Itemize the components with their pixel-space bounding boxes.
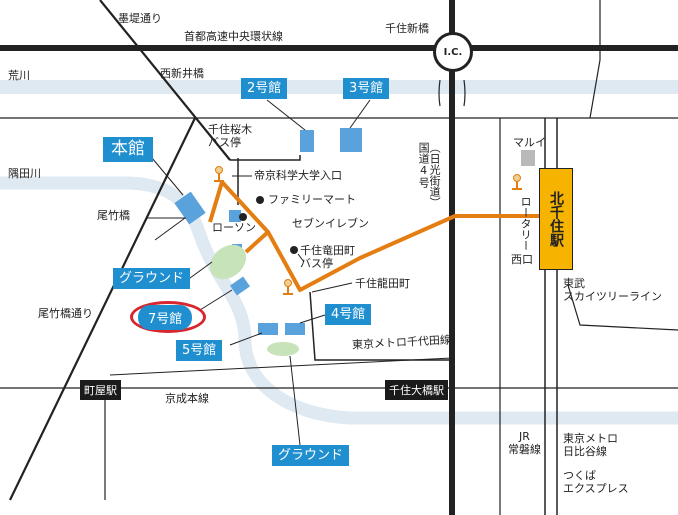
building-5-label: 5号館 [176,340,223,361]
expressway-label: 首都高速中央環状線 [184,30,283,43]
leader-line [199,289,233,311]
lawson-marker [239,213,247,221]
building-7-highlight [130,301,206,333]
leader-line [154,217,186,241]
bus-stop-icon [214,166,224,182]
marui-building [521,150,535,166]
walking-route [220,180,540,292]
campus-road [230,155,301,161]
marui-label: マルイ [513,136,546,149]
sumida-river [0,176,678,425]
ground-2 [267,342,299,356]
building-4-label: 4号館 [325,304,372,325]
obitake-bashi-label: 尾竹橋 [97,209,130,222]
building-7 [230,276,250,296]
road-line [567,284,678,331]
obitake-dori-label: 尾竹橋通り [38,307,93,320]
bokutei-label: 墨堤通り [118,12,162,25]
building-2-label: 2号館 [241,78,288,99]
sumida-label: 隅田川 [8,167,41,180]
leader-line [311,282,353,293]
lawson-label: ローソン [212,221,256,234]
leader-line [297,253,305,263]
road-line [589,0,601,119]
leader-line [349,99,371,129]
ground-1 [209,244,247,280]
ground-2-label: グラウンド [272,445,350,466]
walking-route [244,230,270,254]
tsukuba-label: つくば エクスプレス [563,469,629,495]
route4-label: 国道4号 [417,142,431,188]
building-2 [300,130,314,152]
kitasenju-station: 北千住駅 [539,168,573,270]
main-building-label: 本館 [103,137,153,162]
building-3-label: 3号館 [343,78,390,99]
ground-1-label: グラウンド [113,268,191,289]
seven-marker [290,246,298,254]
building-5 [258,323,278,335]
building-3 [340,128,362,152]
obitake-road [9,117,196,501]
familymart-marker [256,196,264,204]
building-main [174,191,206,225]
leader-line [289,355,301,446]
senju-shinbashi-label: 千住新橋 [385,22,429,35]
nishiarai-label: 西新井橋 [160,67,204,80]
hibiya-label: 東京メトロ 日比谷線 [563,432,618,458]
teikyo-entrance-label: 帝京科学大学入口 [254,169,342,182]
ic-ramp [463,79,466,107]
arakawa-label: 荒川 [8,69,30,82]
leader-line [189,261,213,279]
seven-label: セブンイレブン [292,217,369,230]
building-4 [285,323,305,335]
machiya-station: 町屋駅 [80,380,121,400]
ryuda-label: 千住龍田町 [355,277,410,290]
nikko-label: （日光街道） [428,142,442,208]
building-7-label: 7号館 [138,305,193,330]
senju-ohashi-station: 千住大橋駅 [385,380,448,400]
leader-line [299,314,326,324]
jr-label: JR 常磐線 [508,430,541,456]
chiyoda-line [109,357,453,376]
ic-ramp [438,79,441,107]
sakuragi-stop-label: 千住桜木 バス停 [208,123,252,149]
bus-stop-icon [283,279,293,295]
bus-stop-icon [512,174,522,190]
bokutei-road [99,0,231,161]
leader-line [266,99,306,131]
tatsuta-stop-label: 千住竜田町 バス停 [300,244,355,270]
arakawa-river [0,80,678,94]
rotary-label: ロータリー [519,196,533,251]
tobu-label: 東武 スカイツリーライン [563,277,662,303]
keisei-label: 京成本線 [165,392,209,405]
ic-badge: I.C. [433,32,473,72]
leader-line [151,157,184,196]
walking-route [208,181,224,223]
leader-line [229,332,263,346]
nishiguchi-label: 西口 [511,253,533,266]
building-small [229,210,241,222]
familymart-label: ファミリーマート [268,193,356,206]
